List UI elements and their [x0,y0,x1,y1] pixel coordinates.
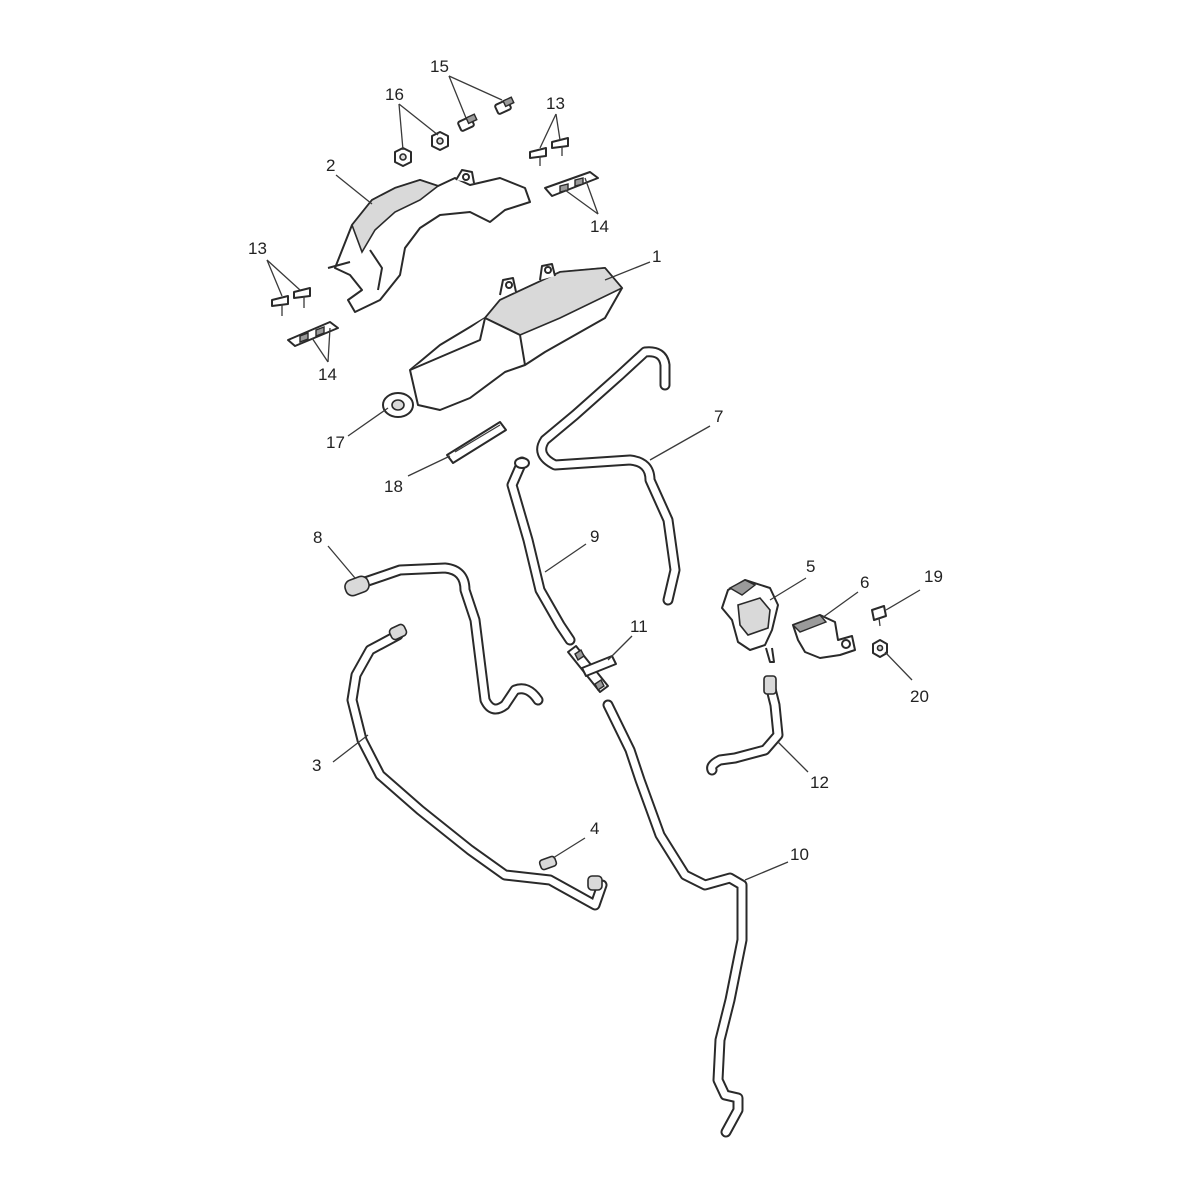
part-5-solenoid-valve [721,579,779,663]
callout-7: 7 [714,407,723,426]
part-16-nuts [394,131,449,167]
callout-6: 6 [860,573,869,592]
callout-14-lower: 14 [318,365,337,384]
callout-18: 18 [384,477,403,496]
part-14-clip-upper [544,171,599,197]
part-13-screws-upper [529,137,569,166]
part-4-connector [538,855,558,871]
screw-icon [529,147,547,166]
screw-icon [271,295,289,316]
callout-13-upper: 13 [546,94,565,113]
part-7-hose [536,346,681,606]
callout-16: 16 [385,85,404,104]
part-8-hose [344,562,544,715]
callout-10: 10 [790,845,809,864]
screw-icon [551,137,569,156]
part-6-bracket [791,614,856,659]
callout-4: 4 [590,819,599,838]
part-10-hose [602,699,748,1138]
callout-19: 19 [924,567,943,586]
part-20-nut [872,639,888,658]
part-15-bolts [457,96,515,132]
callout-1: 1 [652,247,661,266]
callout-11: 11 [630,617,648,636]
callout-14-upper: 14 [590,217,609,236]
part-2-heat-shield [327,169,531,313]
callout-8: 8 [313,528,322,547]
part-9-hose [506,456,576,646]
callout-13-lower: 13 [248,239,267,258]
callout-20: 20 [910,687,929,706]
part-18-sleeve [446,421,507,464]
part-12-hose [706,675,784,776]
bolt-icon [494,96,515,115]
callout-5: 5 [806,557,815,576]
bolt-icon [457,113,478,132]
callout-labels: 1 2 3 4 5 6 7 8 9 10 11 12 13 13 14 14 1… [248,57,943,864]
callout-2: 2 [326,156,335,175]
callout-17: 17 [326,433,345,452]
callout-9: 9 [590,527,599,546]
callout-12: 12 [810,773,829,792]
nut-icon [394,147,412,167]
part-13-screws-lower [271,287,311,316]
callout-3: 3 [312,756,321,775]
leader-lines [266,75,921,881]
part-11-t-connector [567,645,617,693]
part-19-screw [871,605,887,627]
part-14-clip-lower [287,321,339,347]
callout-15: 15 [430,57,449,76]
screw-icon [293,287,311,308]
part-1-canister [409,263,624,411]
part-3-hose [346,623,608,911]
nut-icon [431,131,449,151]
part-17-grommet [382,392,414,418]
